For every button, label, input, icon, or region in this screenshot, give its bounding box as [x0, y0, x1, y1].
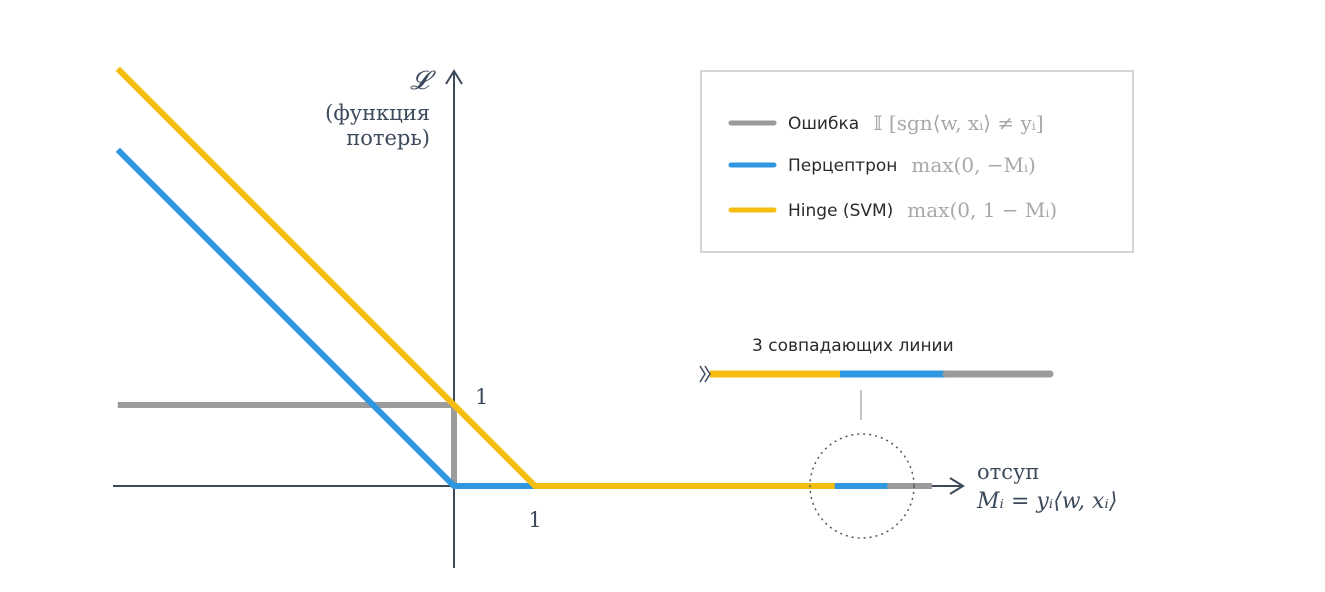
y-axis-label-line-1: (функция	[325, 101, 430, 125]
y-tick-label-1: 1	[475, 385, 488, 409]
legend: Ошибка 𝕀 [sgn⟨w, xᵢ⟩ ≠ yᵢ] Перцептрон max(0…	[728, 111, 1057, 222]
y-axis-arrow	[445, 69, 463, 85]
callout-text: 3 совпадающих линии	[752, 336, 954, 356]
series-layer	[115, 66, 932, 489]
x-axis-arrow	[949, 477, 965, 495]
x-tick-label-1: 1	[528, 508, 541, 532]
y-axis-symbol: 𝓛	[410, 66, 436, 96]
y-axis-label: 𝓛 (функция потерь)	[325, 66, 436, 150]
legend-label-1: Перцептрон	[788, 156, 897, 176]
x-axis-label-word: отсуп	[977, 460, 1039, 484]
legend-box	[700, 70, 1134, 253]
coinciding-lines-callout: 3 совпадающих линии	[699, 336, 1054, 539]
x-axis-label-formula: Mᵢ = yᵢ⟨w, xᵢ⟩	[976, 489, 1117, 514]
y-axis-label-line-2: потерь)	[346, 126, 430, 150]
legend-label-0: Ошибка	[788, 114, 859, 134]
zoom-circle	[809, 433, 915, 539]
legend-formula-1: max(0, −Mᵢ)	[911, 153, 1035, 177]
legend-formula-2: max(0, 1 − Mᵢ)	[907, 198, 1057, 222]
x-axis-label: отсуп Mᵢ = yᵢ⟨w, xᵢ⟩	[976, 460, 1117, 514]
legend-label-2: Hinge (SVM)	[788, 201, 893, 221]
series-line-2	[115, 66, 835, 489]
break-mark-icon	[699, 365, 711, 383]
legend-formula-0: 𝕀 [sgn⟨w, xᵢ⟩ ≠ yᵢ]	[873, 111, 1043, 135]
